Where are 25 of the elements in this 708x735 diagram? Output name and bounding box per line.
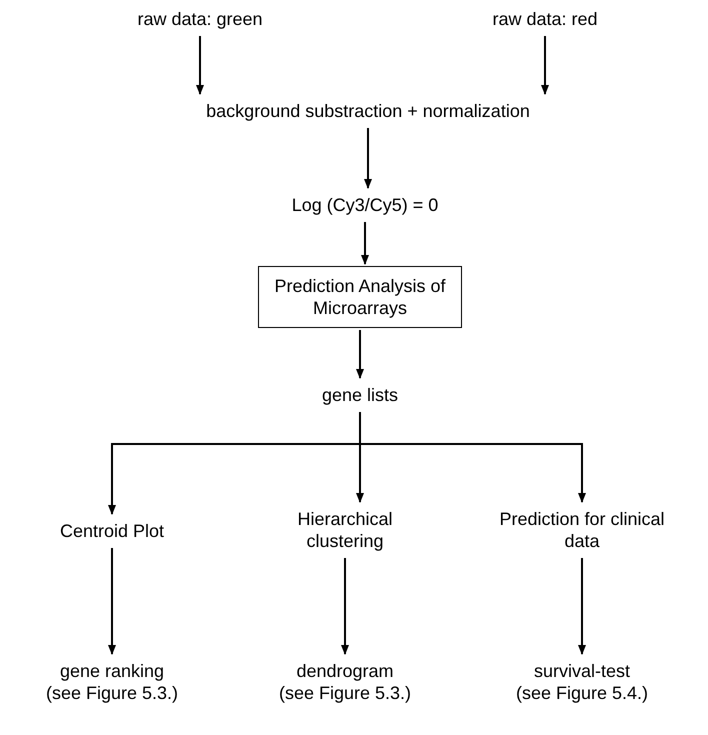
node-label: survival-test	[534, 660, 630, 682]
arrow	[356, 330, 364, 379]
node-label: gene ranking	[60, 660, 164, 682]
node-label: raw data: red	[492, 8, 598, 30]
process-box	[258, 266, 462, 328]
arrow	[196, 36, 204, 95]
node-label: gene lists	[322, 384, 398, 406]
node-label: dendrogram	[296, 660, 394, 682]
arrow	[541, 36, 549, 95]
arrow	[364, 128, 372, 189]
node-label: Prediction for clinical data	[498, 508, 666, 552]
node-label: background substraction + normalization	[206, 100, 530, 122]
node-label: Prediction Analysis of Microarrays	[273, 275, 447, 319]
node-label: (see Figure 5.3.)	[46, 682, 178, 704]
node-label: Log (Cy3/Cy5) = 0	[292, 194, 438, 216]
arrow	[578, 558, 586, 655]
node-label: Hierarchical clustering	[296, 508, 394, 552]
arrow	[359, 412, 586, 503]
arrow	[361, 222, 369, 265]
node-label: (see Figure 5.3.)	[278, 682, 412, 704]
node-label: raw data: green	[137, 8, 263, 30]
arrow	[108, 548, 116, 655]
node-label: Centroid Plot	[60, 520, 164, 542]
node-label: (see Figure 5.4.)	[516, 682, 648, 704]
arrow	[341, 558, 349, 655]
